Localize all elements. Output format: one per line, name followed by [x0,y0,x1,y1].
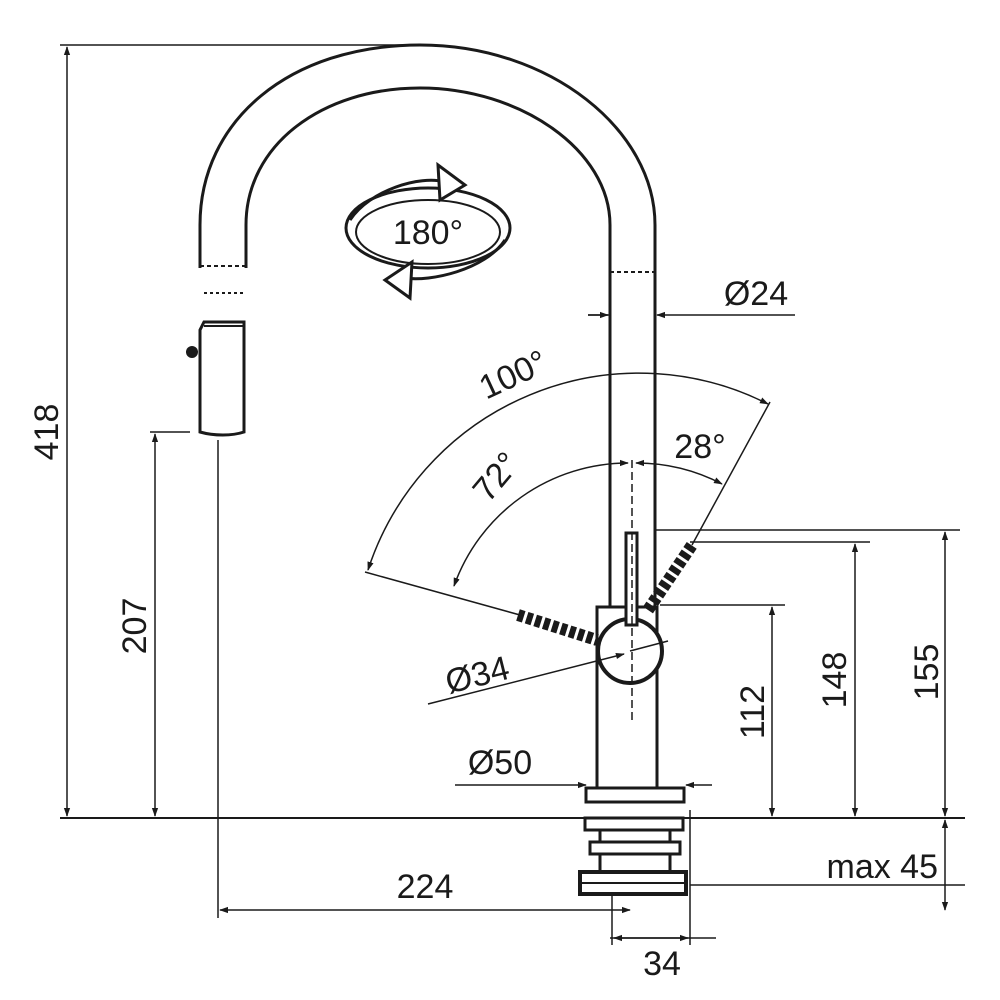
lever-forward [516,609,599,646]
spray-button [186,346,198,358]
dimension-spout-reach-label: 224 [397,868,454,906]
dimension-hub-diameter-label: Ø34 [442,649,514,701]
rotation-indicator-icon: 180° [344,161,512,301]
dimension-total-height-label: 418 [28,404,66,461]
dimension-outlet-height: 207 [116,433,159,817]
dimension-lever-tip-height-label: 155 [908,644,946,701]
dimension-total-height: 418 [28,46,71,817]
dimension-lever-tip-height: 155 [908,531,949,817]
dimension-lever-swing-back: 28° [635,428,726,485]
dimension-hub-height: 112 [734,606,776,817]
dimension-lever-swing-forward: 72° [453,445,629,587]
dimension-mounting-thickness: max 45 [827,819,949,911]
reference-lines [60,44,965,945]
base-flange [584,786,686,804]
dimension-outlet-height-label: 207 [116,598,154,655]
dimension-lever-height: 148 [816,543,859,817]
dimension-spout-diameter-label: Ø24 [724,275,788,313]
dimension-base-diameter-label: Ø50 [468,744,532,782]
spout-inner-edge [244,86,612,607]
dimension-spout-diameter: Ø24 [588,275,795,319]
dimension-base-diameter: Ø50 [455,744,712,789]
spray-head [198,320,246,437]
dimension-base-width: 34 [610,934,716,983]
dimension-hub-height-label: 112 [734,685,772,739]
spout-outer-edge [198,43,657,607]
dimension-mounting-thickness-label: max 45 [827,848,939,886]
rotation-label: 180° [393,214,463,252]
mounting-ring [588,840,682,856]
dimension-lever-swing-total: 100° [364,343,771,616]
dimension-lever-height-label: 148 [816,652,854,709]
dimension-lever-swing-total-label: 100° [473,343,553,407]
mounting-top [583,816,685,832]
dimension-lever-swing-back-label: 28° [674,428,725,466]
dimension-spout-reach: 224 [219,868,631,914]
dimension-base-width-label: 34 [643,945,681,983]
